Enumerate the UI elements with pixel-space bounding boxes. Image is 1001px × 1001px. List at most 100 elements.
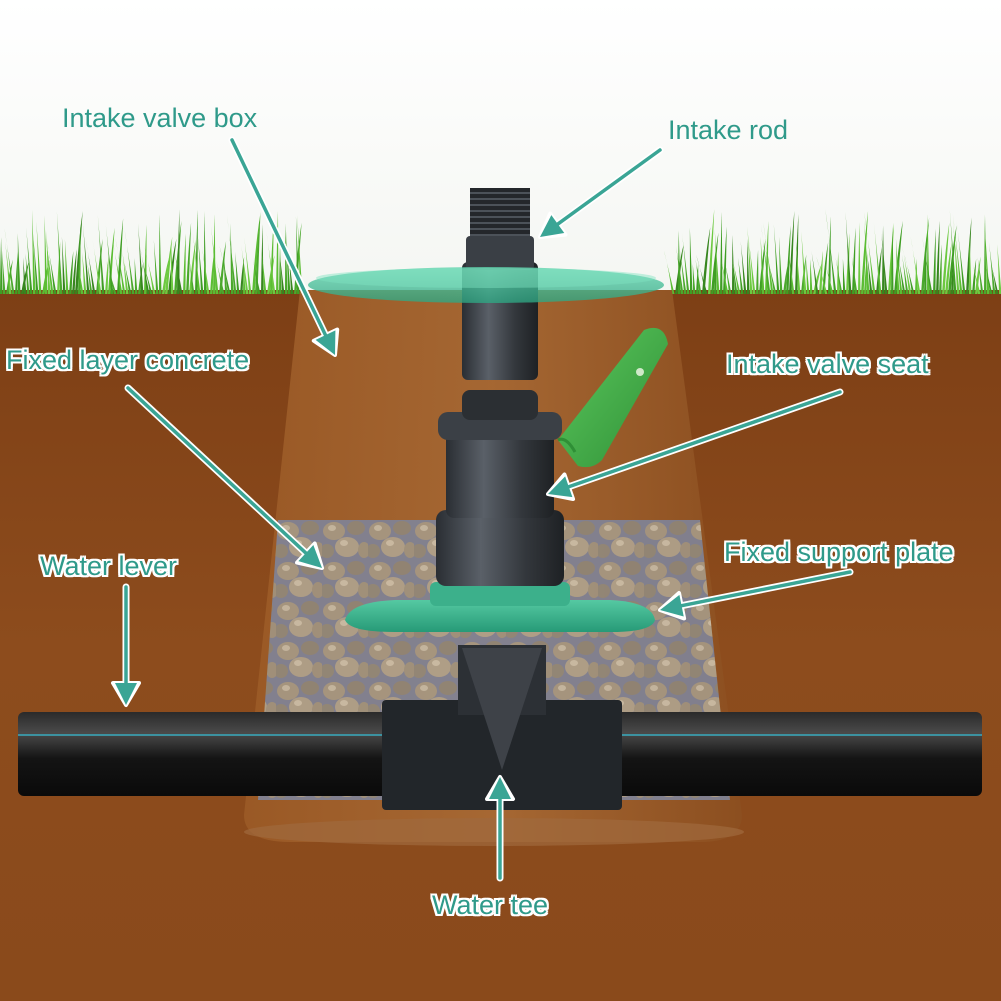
grass-blade [82, 252, 87, 294]
grass-blade [956, 220, 966, 294]
grass-blade [921, 217, 930, 294]
label-intake-valve-seat: Intake valve seat [726, 349, 929, 379]
grass-blade [97, 214, 105, 294]
grass-blade [924, 236, 927, 294]
grass-blade [122, 256, 132, 294]
thread-ridge [470, 218, 530, 222]
arrow-intake-rod [538, 146, 664, 239]
grass-blade [922, 237, 933, 294]
grass [0, 209, 1001, 294]
grass-blade [714, 229, 720, 294]
grass-blade [948, 225, 957, 294]
grass-blade [244, 236, 252, 294]
thread-ridge [470, 188, 530, 192]
valve-box-lid-highlight [316, 268, 656, 288]
grass-blade [689, 227, 693, 294]
grass-blade [897, 255, 903, 294]
grass-blade [945, 242, 952, 294]
grass-blade [696, 254, 708, 294]
grass-blade [172, 239, 183, 294]
grass-blade [297, 215, 303, 294]
valve-box-lid [308, 267, 664, 303]
valve-seat-body [446, 430, 554, 518]
grass-blade [192, 226, 201, 294]
thread-ridge [470, 200, 530, 204]
grass-blade [719, 250, 729, 294]
grass-blade [241, 245, 249, 294]
grass-blade [773, 224, 780, 294]
label-fixed-layer-concrete: Fixed layer concrete [6, 345, 250, 375]
grass-blade [82, 223, 90, 294]
grass-blade [811, 250, 819, 294]
thread-groove [470, 222, 530, 224]
grass-blade [85, 239, 96, 294]
label-water-lever: Water lever [40, 551, 178, 581]
grass-blade [44, 215, 48, 294]
callout-arrows [111, 136, 854, 882]
grass-blade [46, 230, 51, 294]
grass-blade [61, 236, 66, 294]
grass-blade [756, 249, 759, 294]
grass-blade [124, 229, 135, 294]
grass-blade [69, 250, 74, 294]
grass-blade [901, 245, 912, 294]
grass-blade [988, 242, 996, 294]
grass-blade [737, 257, 744, 294]
grass-blade [223, 250, 228, 294]
grass-blade [44, 228, 54, 294]
grass-blade [663, 250, 675, 294]
grass-blade [174, 220, 182, 294]
grass-blade [842, 258, 846, 294]
grass-blade [891, 226, 894, 294]
grass-blade [760, 223, 771, 294]
grass-blade [186, 222, 192, 294]
grass-blade [77, 262, 84, 294]
grass-blade [997, 244, 1001, 294]
grass-blade [696, 263, 699, 294]
grass-blade [915, 258, 918, 294]
grass-blade [816, 256, 828, 294]
grass-blade [969, 238, 972, 294]
grass-blade [87, 263, 93, 294]
grass-blade [732, 234, 735, 294]
grass-blade [197, 234, 204, 294]
grass-blade [162, 257, 170, 294]
grass-blade [280, 257, 285, 294]
grass-blade [134, 258, 138, 294]
grass-blade [139, 244, 150, 294]
grass-blade [108, 227, 115, 294]
label-water-tee: Water tee [432, 890, 549, 920]
grass-blade [788, 251, 795, 294]
thread-ridge [470, 194, 530, 198]
grass-blade [949, 209, 957, 294]
grass-blade [864, 220, 870, 294]
grass-blade [213, 214, 216, 294]
grass-blade [235, 251, 240, 294]
arrow-intake-valve-box [228, 136, 340, 357]
grass-blade [851, 256, 858, 294]
grass-blade [904, 254, 915, 294]
grass-blade [778, 236, 783, 294]
grass-blade [32, 209, 36, 294]
grass-blade [56, 211, 63, 294]
grass-blade [210, 218, 219, 294]
grass-blade [723, 226, 727, 294]
grass-blade [177, 209, 180, 294]
grass-blade [942, 222, 950, 294]
grass-blade [858, 222, 861, 294]
grass-blade [96, 238, 103, 294]
grass-blade [692, 263, 696, 294]
label-intake-valve-box: Intake valve box [62, 103, 258, 133]
grass-blade [789, 210, 795, 294]
grass-blade [876, 246, 882, 294]
grass-blade [936, 220, 940, 294]
grass-blade [939, 244, 942, 294]
grass-blade [32, 233, 39, 294]
grass-blade [17, 233, 21, 294]
grass-blade [866, 250, 873, 294]
grass-blade [189, 239, 196, 294]
grass-blade [189, 261, 195, 294]
grass-blade [252, 215, 261, 294]
grass-blade [747, 227, 753, 294]
grass-blade [864, 211, 876, 294]
